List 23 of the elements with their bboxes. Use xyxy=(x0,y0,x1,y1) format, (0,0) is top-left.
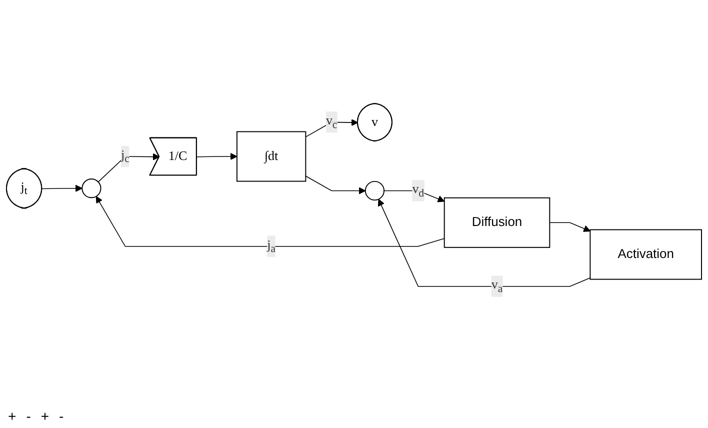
node-box: Diffusion xyxy=(444,197,550,248)
arrow xyxy=(196,152,238,160)
sign-label: - xyxy=(26,408,31,424)
arrow xyxy=(305,118,358,138)
sign-label: + xyxy=(40,408,50,424)
edge-label: v$_{a}$ xyxy=(491,278,503,294)
node-circle xyxy=(82,178,102,198)
node-box: ∫dt xyxy=(236,130,306,182)
sign-label: + xyxy=(8,408,16,424)
node-circle xyxy=(364,180,385,200)
arrow xyxy=(96,196,445,247)
edge-label: v$_{d}$ xyxy=(412,182,424,199)
arrow xyxy=(42,184,82,192)
edge-label: j$_{c}$ xyxy=(121,148,130,164)
node-box: Activation xyxy=(590,229,702,280)
arrow xyxy=(549,222,590,232)
edge-label: j$_{a}$ xyxy=(267,238,276,254)
arrow xyxy=(384,190,445,202)
edge-label: v$_{c}$ xyxy=(326,114,338,130)
arrow xyxy=(98,153,160,182)
arrow xyxy=(378,198,591,287)
sign-label: - xyxy=(59,408,64,424)
arrow xyxy=(305,175,366,194)
